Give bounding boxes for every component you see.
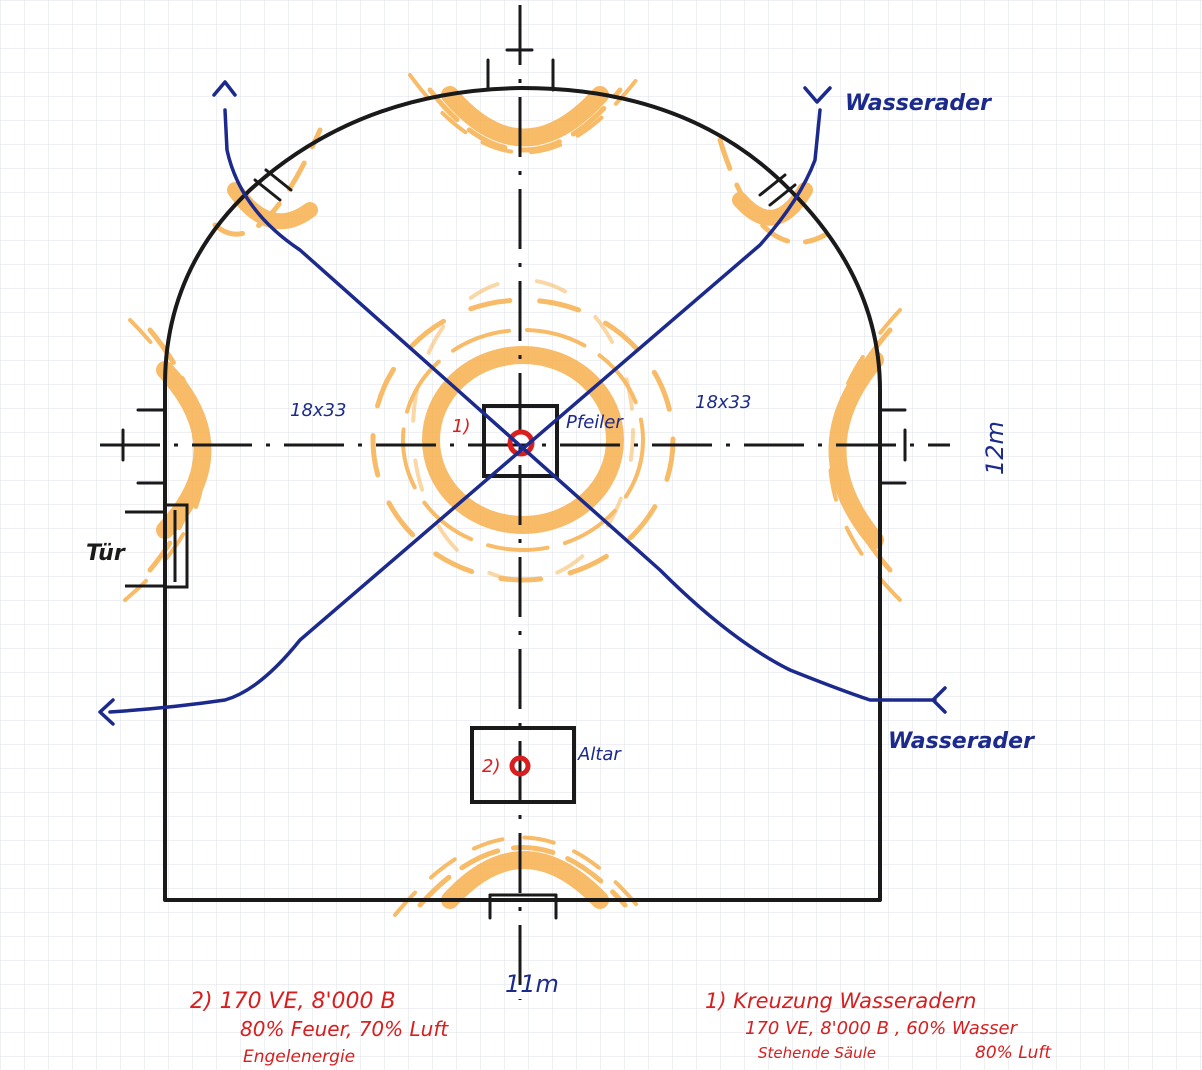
- altar-rect: [470, 726, 576, 804]
- label-marker-1: 1): [452, 416, 470, 437]
- left-zone-arc2: [147, 327, 203, 573]
- note1-line3: Stehende Säule: [758, 1044, 876, 1062]
- bottom-zone-arc1: [441, 851, 609, 909]
- center-ring-far: [411, 278, 635, 582]
- right-zone-arc2: [835, 327, 893, 573]
- wall-ticks: [121, 48, 907, 920]
- label-tuer: Tür: [86, 541, 126, 566]
- note1-line2: 170 VE, 8'000 B , 60% Wasser: [745, 1018, 1019, 1039]
- altar-red-circle: [509, 755, 531, 777]
- note2-line1: 2) 170 VE, 8'000 B: [190, 989, 396, 1014]
- altar: [470, 726, 576, 804]
- label-altar: Altar: [577, 744, 622, 765]
- door-frame: [163, 503, 189, 589]
- topright-zone-arc2: [717, 137, 828, 245]
- top-zone-arc1: [441, 86, 609, 147]
- vein-2: [108, 108, 822, 714]
- note1-line4: 80% Luft: [975, 1043, 1052, 1063]
- note-1: 1) Kreuzung Wasseradern 170 VE, 8'000 B …: [705, 989, 1052, 1063]
- label-wasserader-top: Wasserader: [845, 91, 992, 116]
- label-pfeiler: Pfeiler: [566, 412, 624, 433]
- label-marker-2: 2): [482, 756, 500, 777]
- door: [125, 503, 189, 589]
- outer-wall: [163, 86, 882, 902]
- labels: Wasserader Wasserader Tür Pfeiler Altar …: [86, 91, 1035, 998]
- note1-line1: 1) Kreuzung Wasseradern: [705, 989, 977, 1013]
- center-ring-inner: [422, 346, 624, 534]
- arrow-right: [931, 686, 947, 714]
- arrow-left: [98, 698, 115, 726]
- center-ring-outer: [370, 297, 676, 583]
- water-veins: [98, 80, 947, 726]
- note2-line2: 80% Feuer, 70% Luft: [240, 1017, 449, 1041]
- center-ring-mid: [401, 328, 645, 552]
- building-outline: [163, 86, 882, 902]
- bottom-zone-arc2: [417, 845, 628, 908]
- top-zone-arc2: [427, 87, 623, 153]
- arrow-top-right: [803, 86, 832, 104]
- note-2: 2) 170 VE, 8'000 B 80% Feuer, 70% Luft E…: [190, 989, 449, 1067]
- label-dim-left: 18x33: [290, 400, 346, 421]
- label-wasserader-bottom: Wasserader: [888, 729, 1035, 754]
- label-dim-right: 18x33: [695, 392, 751, 413]
- label-width: 11m: [505, 970, 559, 998]
- pillar-square: [482, 404, 559, 478]
- arrow-top-left: [212, 80, 237, 97]
- vein-1: [223, 108, 937, 702]
- note2-line3: Engelenergie: [243, 1047, 355, 1067]
- label-height: 12m: [981, 421, 1009, 475]
